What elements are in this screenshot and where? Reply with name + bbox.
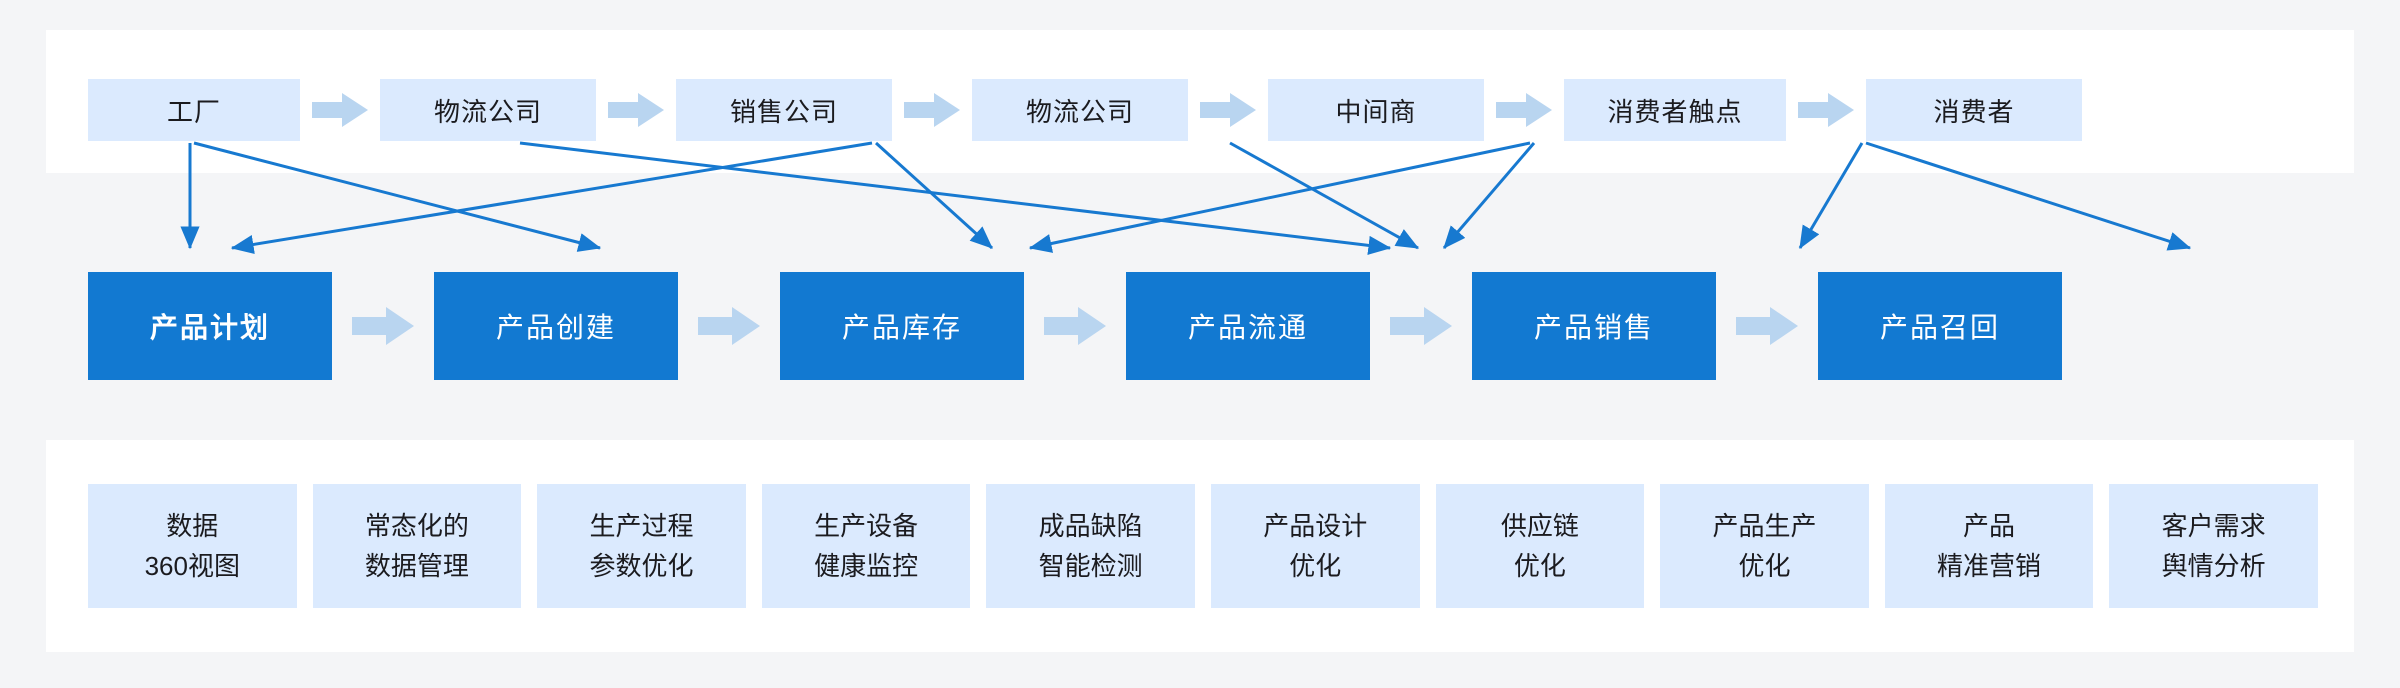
supply-chain-row: 工厂 物流公司 销售公司 物流公司 中间商 消费者触点 bbox=[88, 79, 2318, 141]
lifecycle-node-product-sales[interactable]: 产品销售 bbox=[1472, 272, 1716, 380]
supply-node-consumer-touchpoint[interactable]: 消费者触点 bbox=[1564, 79, 1786, 141]
supply-node-distributor[interactable]: 中间商 bbox=[1268, 79, 1484, 141]
supply-node-label: 工厂 bbox=[166, 96, 221, 127]
capability-card-data-360-view[interactable]: 数据 360视图 bbox=[88, 484, 297, 608]
capability-line-2: 舆情分析 bbox=[2161, 551, 2266, 581]
capability-line-1: 数据 bbox=[166, 510, 219, 541]
supply-node-label: 物流公司 bbox=[1025, 96, 1134, 127]
flow-arrow-icon bbox=[1798, 93, 1854, 127]
flow-arrow-icon bbox=[312, 93, 368, 127]
capability-card-defect-detection[interactable]: 成品缺陷 智能检测 bbox=[986, 484, 1195, 608]
capability-card-process-param-opt[interactable]: 生产过程 参数优化 bbox=[537, 484, 746, 608]
lifecycle-node-product-plan[interactable]: 产品计划 bbox=[88, 272, 332, 380]
capability-line-1: 产品生产 bbox=[1712, 510, 1817, 541]
capability-row: 数据 360视图 常态化的 数据管理 生产过程 参数优化 生产设备 健康监控 成… bbox=[88, 484, 2318, 608]
lifecycle-node-product-inventory[interactable]: 产品库存 bbox=[780, 272, 1024, 380]
lifecycle-node-product-circulation[interactable]: 产品流通 bbox=[1126, 272, 1370, 380]
capability-line-1: 生产过程 bbox=[589, 510, 694, 541]
flow-arrow-icon bbox=[1736, 307, 1798, 345]
flow-arrow-icon bbox=[608, 93, 664, 127]
capability-line-2: 优化 bbox=[1513, 551, 1566, 581]
lifecycle-node-label: 产品流通 bbox=[1187, 312, 1308, 343]
capability-line-1: 生产设备 bbox=[814, 510, 919, 541]
capability-line-1: 常态化的 bbox=[364, 510, 469, 541]
product-lifecycle-row: 产品计划 产品创建 产品库存 产品流通 产品销售 产品召回 bbox=[88, 272, 2318, 380]
capability-line-1: 供应链 bbox=[1500, 510, 1579, 541]
supply-node-label: 物流公司 bbox=[433, 96, 542, 127]
lifecycle-node-product-create[interactable]: 产品创建 bbox=[434, 272, 678, 380]
flow-arrow-icon bbox=[698, 307, 760, 345]
capability-card-normalized-data-mgmt[interactable]: 常态化的 数据管理 bbox=[312, 484, 522, 608]
lifecycle-node-label: 产品召回 bbox=[1879, 312, 2000, 343]
capability-card-design-optimization[interactable]: 产品设计 优化 bbox=[1210, 484, 1420, 608]
capability-line-1: 客户需求 bbox=[2161, 510, 2266, 541]
capability-line-1: 产品 bbox=[1963, 510, 2016, 541]
capability-line-2: 精准营销 bbox=[1937, 551, 2042, 581]
lifecycle-node-label: 产品创建 bbox=[495, 312, 616, 343]
supply-node-label: 中间商 bbox=[1335, 96, 1417, 127]
capability-line-2: 数据管理 bbox=[364, 551, 469, 581]
lifecycle-node-label: 产品库存 bbox=[841, 312, 962, 343]
capability-line-2: 健康监控 bbox=[814, 551, 919, 581]
supply-node-label: 消费者 bbox=[1933, 96, 2015, 127]
capability-card-equipment-health[interactable]: 生产设备 健康监控 bbox=[761, 484, 971, 608]
supply-node-sales-company[interactable]: 销售公司 bbox=[676, 79, 892, 141]
flow-arrow-icon bbox=[904, 93, 960, 127]
flow-arrow-icon bbox=[1044, 307, 1106, 345]
flow-arrow-icon bbox=[1496, 93, 1552, 127]
flow-arrow-icon bbox=[1390, 307, 1452, 345]
lifecycle-node-product-recall[interactable]: 产品召回 bbox=[1818, 272, 2062, 380]
supply-node-logistics-1[interactable]: 物流公司 bbox=[380, 79, 596, 141]
capability-line-2: 优化 bbox=[1738, 551, 1791, 581]
capability-line-2: 参数优化 bbox=[589, 551, 694, 581]
lifecycle-node-label: 产品销售 bbox=[1533, 312, 1654, 343]
capability-card-production-opt[interactable]: 产品生产 优化 bbox=[1660, 484, 1869, 608]
supply-node-label: 销售公司 bbox=[729, 96, 838, 127]
flow-arrow-icon bbox=[352, 307, 414, 345]
capability-card-demand-sentiment[interactable]: 客户需求 舆情分析 bbox=[2109, 484, 2318, 608]
supply-node-logistics-2[interactable]: 物流公司 bbox=[972, 79, 1188, 141]
capability-line-1: 成品缺陷 bbox=[1038, 510, 1143, 541]
supply-node-factory[interactable]: 工厂 bbox=[88, 79, 300, 141]
capability-line-2: 360视图 bbox=[144, 551, 240, 581]
capability-line-2: 优化 bbox=[1289, 551, 1342, 581]
flow-arrow-icon bbox=[1200, 93, 1256, 127]
capability-line-2: 智能检测 bbox=[1038, 551, 1143, 581]
capability-card-supply-chain-opt[interactable]: 供应链 优化 bbox=[1435, 484, 1645, 608]
capability-card-precision-marketing[interactable]: 产品 精准营销 bbox=[1884, 484, 2094, 608]
supply-node-label: 消费者触点 bbox=[1607, 96, 1743, 127]
supply-node-consumer[interactable]: 消费者 bbox=[1866, 79, 2082, 141]
lifecycle-node-label: 产品计划 bbox=[149, 312, 270, 343]
capability-line-1: 产品设计 bbox=[1263, 510, 1368, 541]
